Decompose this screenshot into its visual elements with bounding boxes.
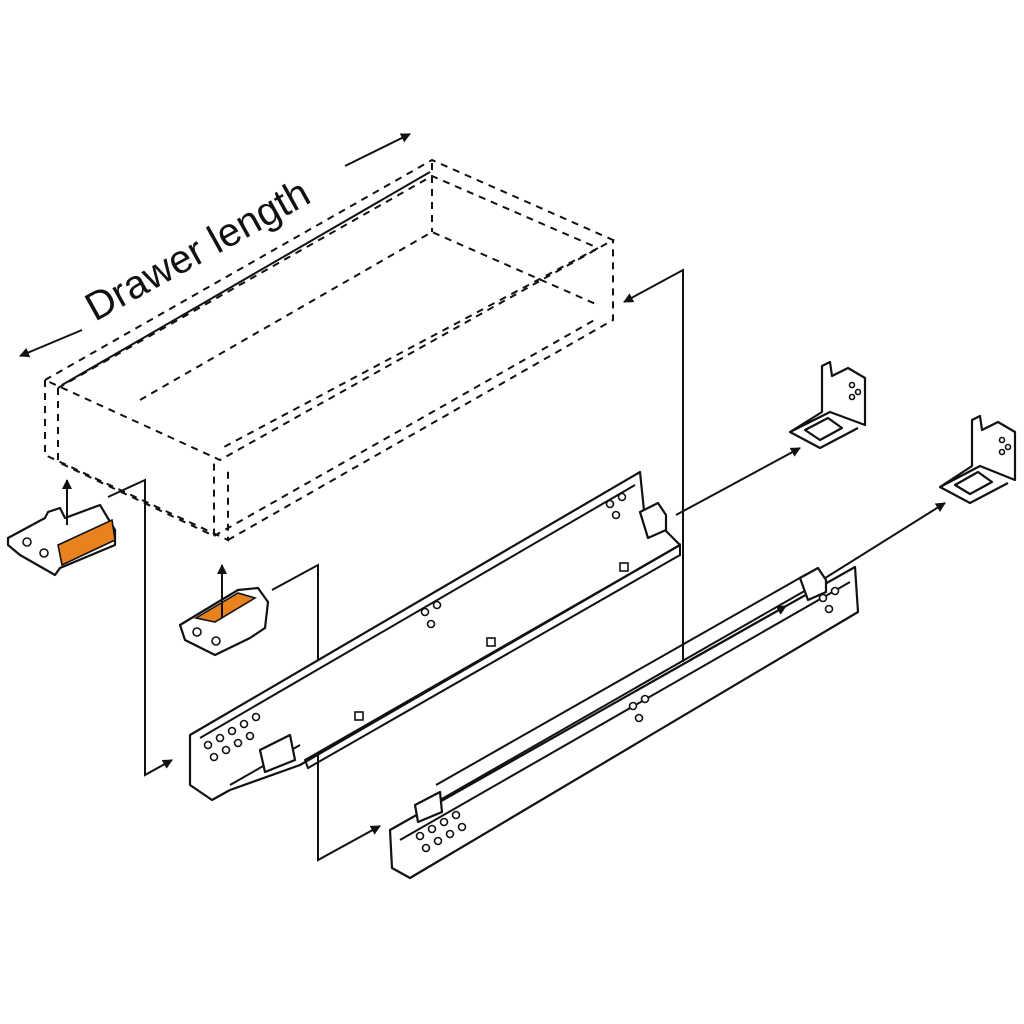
runner-right — [388, 565, 860, 880]
runner-left — [188, 470, 682, 802]
arrow-right-icon — [344, 133, 411, 167]
locking-device-right — [178, 564, 270, 657]
rear-bracket-left — [788, 360, 867, 450]
locking-device-left — [6, 479, 117, 577]
rear-bracket-right — [938, 414, 1017, 505]
arrow-left-icon — [19, 329, 83, 358]
drawer-length-dimension: Drawer length — [19, 133, 411, 358]
drawer-box — [42, 158, 616, 542]
